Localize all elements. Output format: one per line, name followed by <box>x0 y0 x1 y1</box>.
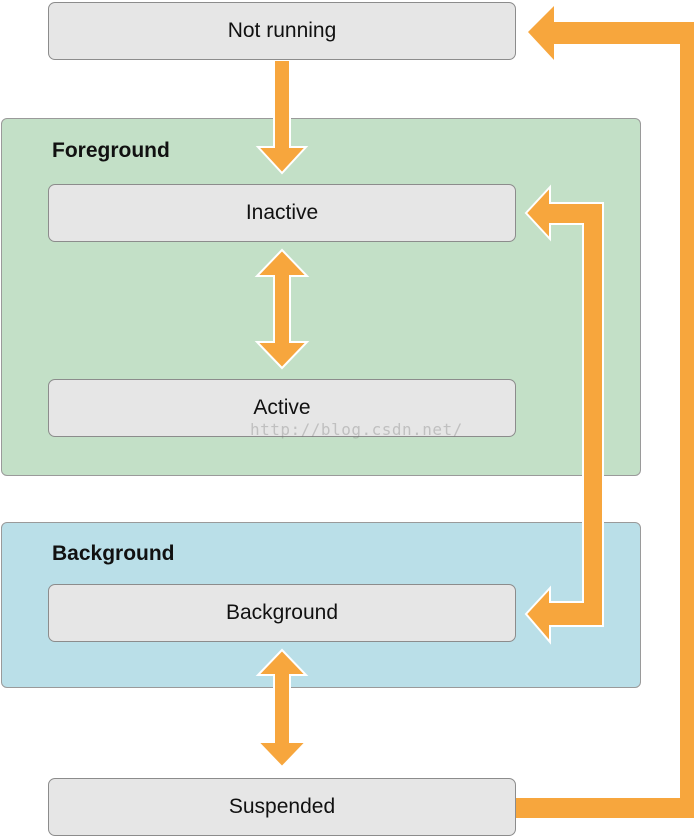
arrow-background-suspended <box>255 648 309 769</box>
state-inactive: Inactive <box>48 184 516 242</box>
state-not-running: Not running <box>48 2 516 60</box>
arrow-inactive-active <box>254 248 310 370</box>
state-active: Active <box>48 379 516 437</box>
arrow-inactive-background <box>524 184 604 645</box>
watermark: http://blog.csdn.net/ <box>250 420 463 439</box>
arrow-suspended-to-not-running <box>516 6 694 818</box>
background-region-title: Background <box>52 542 175 565</box>
state-background: Background <box>48 584 516 642</box>
arrow-not-running-to-inactive <box>255 59 309 175</box>
foreground-region-title: Foreground <box>52 139 170 162</box>
state-suspended: Suspended <box>48 778 516 836</box>
